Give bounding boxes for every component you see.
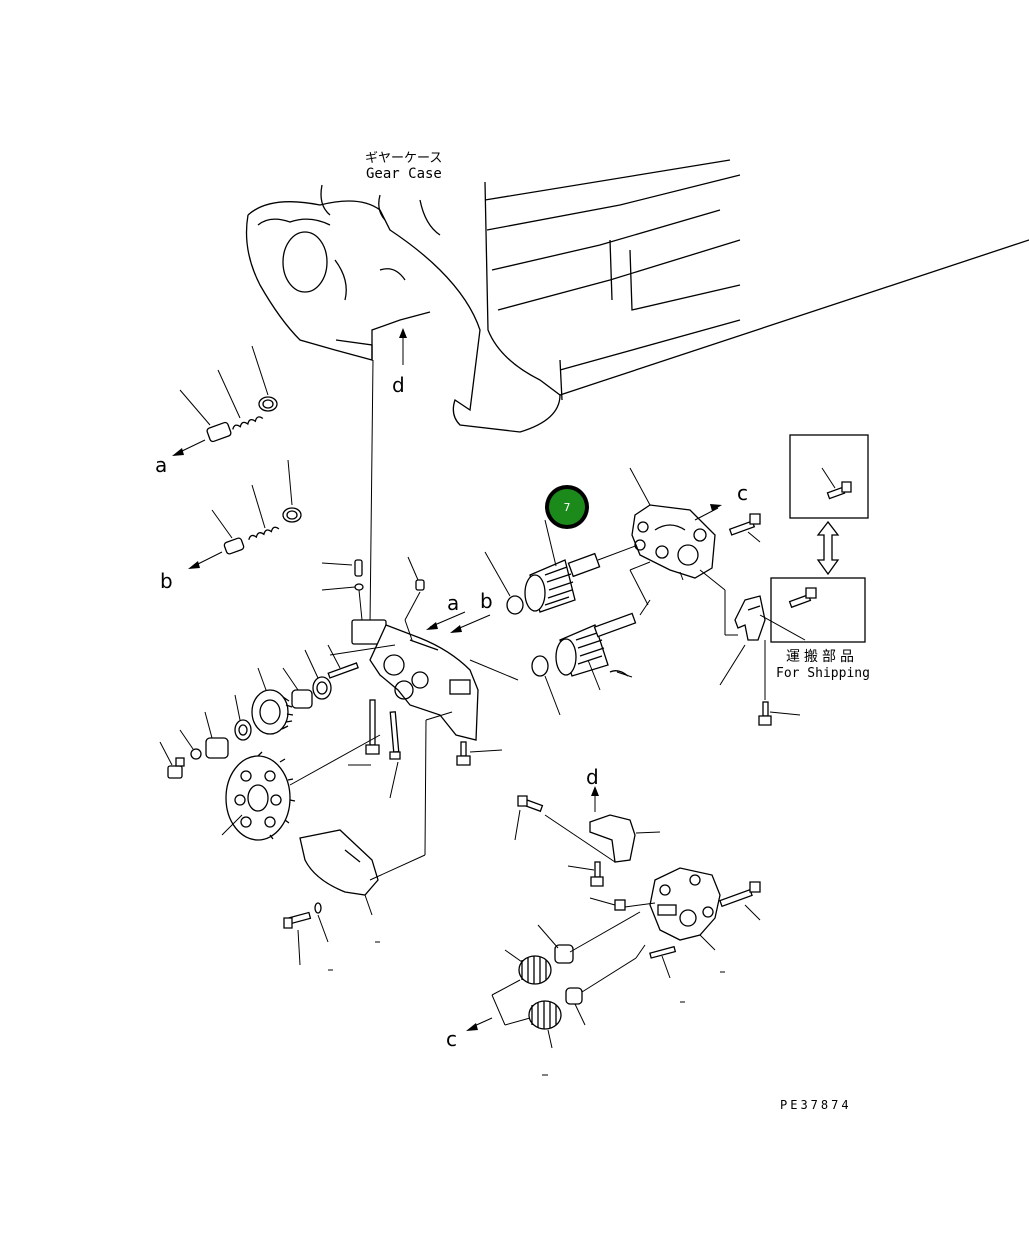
ref-label-a-mid: a <box>447 591 459 615</box>
pump-drive-gear-lower <box>469 599 651 716</box>
ref-arrow-d-bottom: d <box>586 765 599 812</box>
ref-label-d-top: d <box>392 373 405 397</box>
lower-pump-housing <box>589 867 761 1003</box>
drive-gear-stack <box>159 644 396 779</box>
shipping-label-jp: 運搬部品 <box>786 649 858 665</box>
gear-case <box>245 184 561 433</box>
gear-case-label-jp: ギヤーケース <box>365 151 442 166</box>
callout-badge[interactable]: 7 <box>545 485 589 529</box>
callout-badge-fill <box>549 489 585 525</box>
callout-badge-number: 7 <box>564 501 571 514</box>
relief-valve-a: a <box>155 345 278 477</box>
shipping-box-bottom: 運搬部品 For Shipping <box>759 577 870 681</box>
ref-label-c-bottom: c <box>446 1027 457 1051</box>
ref-label-b-left: b <box>160 569 173 593</box>
ref-label-b-mid: b <box>480 589 493 613</box>
relief-valve-b: b <box>160 459 302 593</box>
ref-label-d-bottom: d <box>586 765 599 789</box>
shipping-bracket <box>699 569 801 726</box>
ref-label-a-left: a <box>155 453 167 477</box>
lower-pump-gears: c <box>446 911 646 1076</box>
ref-label-c-top: c <box>737 481 748 505</box>
double-arrow <box>816 520 840 576</box>
shipping-box-top <box>789 434 869 519</box>
pump-drive-gear-upper <box>484 519 639 615</box>
pump-cover: c <box>629 467 761 606</box>
gear-case-label-en: Gear Case <box>366 166 442 182</box>
idler-gear <box>221 734 381 841</box>
ref-arrow-b-mid: b <box>450 589 493 633</box>
gear-case-label: ギヤーケース Gear Case <box>365 151 442 182</box>
oil-pump-body <box>321 556 503 799</box>
shipping-label-en: For Shipping <box>776 666 870 681</box>
ref-arrow-d-top: d <box>392 328 407 397</box>
engine-block <box>484 159 1029 401</box>
cover-guard <box>283 711 453 971</box>
drawing-code: PE37874 <box>780 1098 852 1112</box>
lower-bracket <box>514 795 661 887</box>
ref-arrow-a-mid: a <box>426 591 466 630</box>
